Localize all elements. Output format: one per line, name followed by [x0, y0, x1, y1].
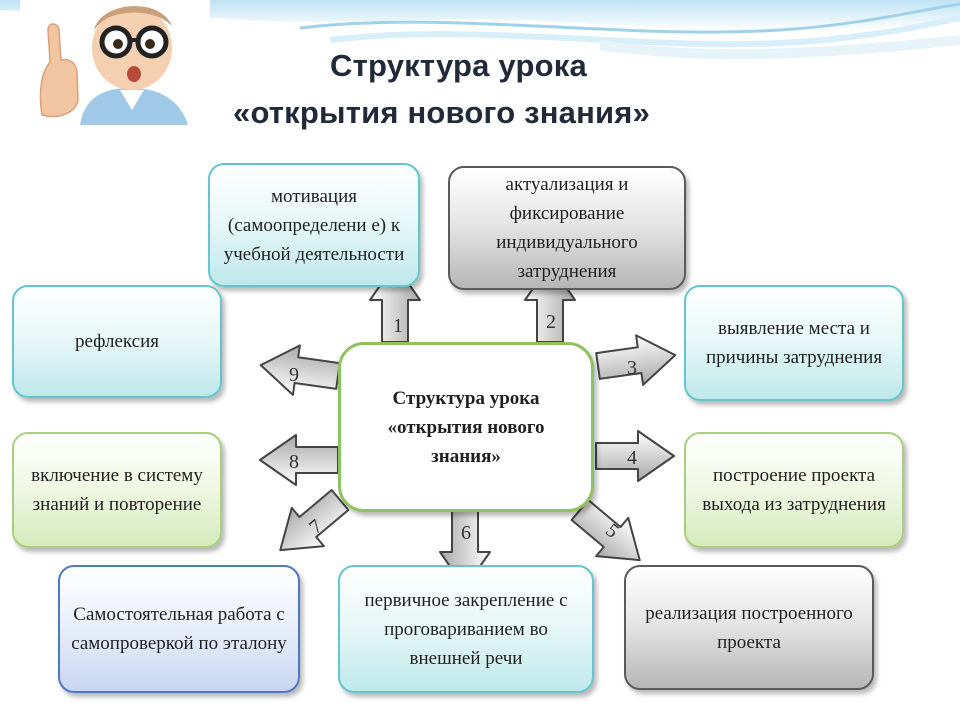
header-wave-background — [0, 0, 960, 60]
step-label: выявление места и причины затруднения — [705, 318, 883, 368]
arrow-2-number: 2 — [546, 311, 556, 333]
step-label: актуализация и фиксирование индивидуальн… — [496, 174, 638, 282]
step-box-realization: реализация построенного проекта — [624, 565, 874, 690]
step-label: рефлексия — [74, 331, 159, 352]
step-box-inclusion: включение в систему знаний и повторение — [12, 432, 222, 548]
arrow-8-number: 8 — [289, 451, 299, 473]
center-label: Структура урока «открытия нового знания» — [387, 387, 545, 467]
step-box-actualization: актуализация и фиксирование индивидуальн… — [448, 166, 686, 290]
step-label: реализация построенного проекта — [645, 602, 853, 653]
step-label: Самостоятельная работа с самопроверкой п… — [71, 604, 287, 654]
page-title-line-1: Структура урока — [330, 48, 587, 83]
page-title-line-2: «открытия нового знания» — [233, 95, 651, 130]
step-label: построение проекта выхода из затруднения — [702, 465, 886, 515]
mascot-boy-pointing-icon — [20, 0, 210, 125]
step-box-consolidation: первичное закрепление с проговариванием … — [338, 565, 594, 693]
arrow-6-number: 6 — [461, 522, 471, 544]
arrow-9-number: 9 — [289, 364, 299, 386]
step-box-motivation: мотивация (самоопределени е) к учебной д… — [208, 163, 420, 287]
step-label: первичное закрепление с проговариванием … — [364, 589, 568, 669]
arrow-3-number: 3 — [627, 357, 637, 379]
step-box-project: построение проекта выхода из затруднения — [684, 432, 904, 548]
step-box-reflection: рефлексия — [12, 285, 222, 398]
step-label: включение в систему знаний и повторение — [31, 465, 203, 515]
arrow-4-number: 4 — [627, 447, 637, 469]
arrow-1-number: 1 — [393, 315, 403, 337]
step-box-difficulty: выявление места и причины затруднения — [684, 285, 904, 401]
step-label: мотивация (самоопределени е) к учебной д… — [223, 185, 405, 265]
step-box-independent-work: Самостоятельная работа с самопроверкой п… — [58, 565, 300, 693]
center-box: Структура урока «открытия нового знания» — [338, 342, 594, 512]
